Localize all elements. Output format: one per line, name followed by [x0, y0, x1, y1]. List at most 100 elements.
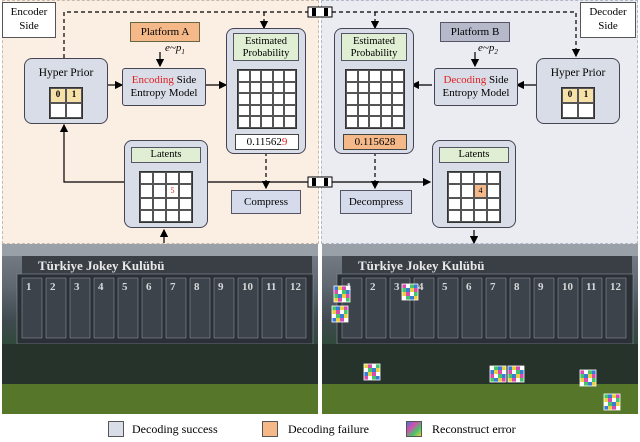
legend-reconstruct-swatch	[406, 421, 422, 437]
starting-gate	[117, 277, 139, 339]
gate-number: 11	[586, 281, 596, 293]
decoder-latents-grid: 4	[447, 171, 501, 223]
reconstruct-error-patch	[579, 369, 597, 387]
gate-number: 9	[218, 281, 224, 293]
hyperprior-transmit-line-left	[63, 11, 308, 58]
encoder-hyper-prior-grid: 0 1	[49, 87, 83, 119]
gate-number: 8	[194, 281, 200, 293]
gate-number: 6	[146, 281, 152, 293]
decompress-button: Decompress	[340, 190, 412, 214]
gate-number: 12	[610, 281, 622, 293]
decoder-hyper-prior-box: Hyper Prior 0 1	[536, 58, 620, 124]
encoder-latents-box: Latents 5	[124, 140, 208, 228]
starting-gate	[213, 277, 235, 339]
banner-text-right: Türkiye Jokey Kulübü	[358, 258, 484, 273]
starting-gate	[261, 277, 283, 339]
hyperprior-transmit-line-right	[332, 11, 581, 58]
starting-gate	[461, 277, 483, 339]
gate-number: 7	[490, 281, 496, 293]
starting-gate	[581, 277, 603, 339]
starting-gate	[413, 277, 435, 339]
channel-icon-top	[307, 6, 333, 18]
channel-icon-bottom	[307, 176, 333, 188]
gate-number: 10	[562, 281, 574, 293]
starting-gate	[485, 277, 507, 339]
platform-a-label: Platform A	[140, 26, 190, 38]
encoder-hyper-prior-box: Hyper Prior 0 1	[24, 58, 108, 124]
starting-gate	[165, 277, 187, 339]
gate-number: 4	[98, 281, 104, 293]
reconstruct-error-patch	[603, 393, 621, 411]
platform-b-label: Platform B	[450, 26, 500, 38]
gate-number: 1	[26, 281, 32, 293]
gate-number: 5	[442, 281, 448, 293]
decompress-label: Decompress	[348, 196, 404, 208]
reconstruct-error-patch	[401, 283, 419, 301]
encoder-estimated-prob-box: Estimated Probability 0.115629	[226, 28, 306, 154]
starting-gate	[93, 277, 115, 339]
gate-number: 10	[242, 281, 254, 293]
reconstruct-error-patch	[333, 285, 351, 303]
decoder-prob-value: 0.115628	[343, 134, 407, 150]
banner-text-left: Türkiye Jokey Kulübü	[38, 258, 164, 273]
decoder-latents-box: Latents 4	[432, 140, 516, 228]
encoder-entropy-line2: Entropy Model	[130, 87, 198, 99]
gate-number: 2	[50, 281, 56, 293]
gate-number: 9	[538, 281, 544, 293]
decoder-estimated-prob-box: Estimated Probability 0.115628	[334, 28, 414, 154]
gate-number: 11	[266, 281, 276, 293]
gate-number: 6	[466, 281, 472, 293]
starting-gate	[533, 277, 555, 339]
decoder-hyper-prior-label: Hyper Prior	[550, 67, 606, 79]
starting-gate	[509, 277, 531, 339]
decoder-error-label: e~p2	[478, 42, 498, 57]
decoder-side-label: Decoder Side	[589, 6, 627, 32]
legend-failure-swatch	[262, 421, 278, 437]
platform-a-box: Platform A	[130, 22, 200, 42]
decoder-hyper-prior-grid: 0 1	[561, 87, 595, 119]
encoder-side-tag: Encoder Side	[2, 2, 56, 38]
decoder-entropy-line2: Entropy Model	[442, 87, 510, 99]
starting-gate	[365, 277, 387, 339]
legend-failure-label: Decoding failure	[288, 422, 369, 436]
encoder-entropy-line1: Encoding Side	[131, 74, 197, 86]
encoder-side-label: Encoder Side	[10, 6, 48, 32]
encoder-latent-value: 5	[166, 184, 179, 198]
encoder-latents-title: Latents	[131, 147, 201, 163]
gate-number: 3	[394, 281, 400, 293]
decoder-estimated-prob-title: Estimated Probability	[341, 33, 407, 61]
gate-number: 12	[290, 281, 302, 293]
reconstruct-error-patch	[331, 305, 349, 323]
gate-number: 7	[170, 281, 176, 293]
starting-gate	[557, 277, 579, 339]
encoder-latents-grid: 5	[139, 171, 193, 223]
gate-number: 3	[74, 281, 80, 293]
encoder-entropy-model-box: Encoding Side Entropy Model	[122, 68, 206, 106]
reconstruct-error-patch	[507, 365, 525, 383]
decoder-entropy-model-box: Decoding Side Entropy Model	[434, 68, 518, 106]
gate-number: 2	[370, 281, 376, 293]
decoder-latent-value: 4	[474, 184, 487, 198]
platform-b-box: Platform B	[440, 22, 510, 42]
encoder-hyper-prior-label: Hyper Prior	[38, 67, 94, 79]
encoder-error-label: e~p1	[165, 42, 185, 57]
decoder-latents-title: Latents	[439, 147, 509, 163]
compress-button: Compress	[231, 190, 301, 214]
starting-gate	[21, 277, 43, 339]
starting-gate	[285, 277, 307, 339]
legend-reconstruct-label: Reconstruct error	[432, 422, 516, 436]
starting-gate	[237, 277, 259, 339]
legend-success-swatch	[108, 421, 124, 437]
decoder-prob-grid	[345, 69, 405, 129]
legend-success-label: Decoding success	[132, 422, 218, 436]
starting-gate	[141, 277, 163, 339]
compress-label: Compress	[244, 196, 288, 208]
starting-gate	[437, 277, 459, 339]
encoder-prob-grid	[237, 69, 297, 129]
encoder-prob-value: 0.115629	[235, 134, 299, 150]
starting-gate	[69, 277, 91, 339]
gate-number: 4	[418, 281, 424, 293]
decoder-side-tag: Decoder Side	[580, 2, 636, 38]
